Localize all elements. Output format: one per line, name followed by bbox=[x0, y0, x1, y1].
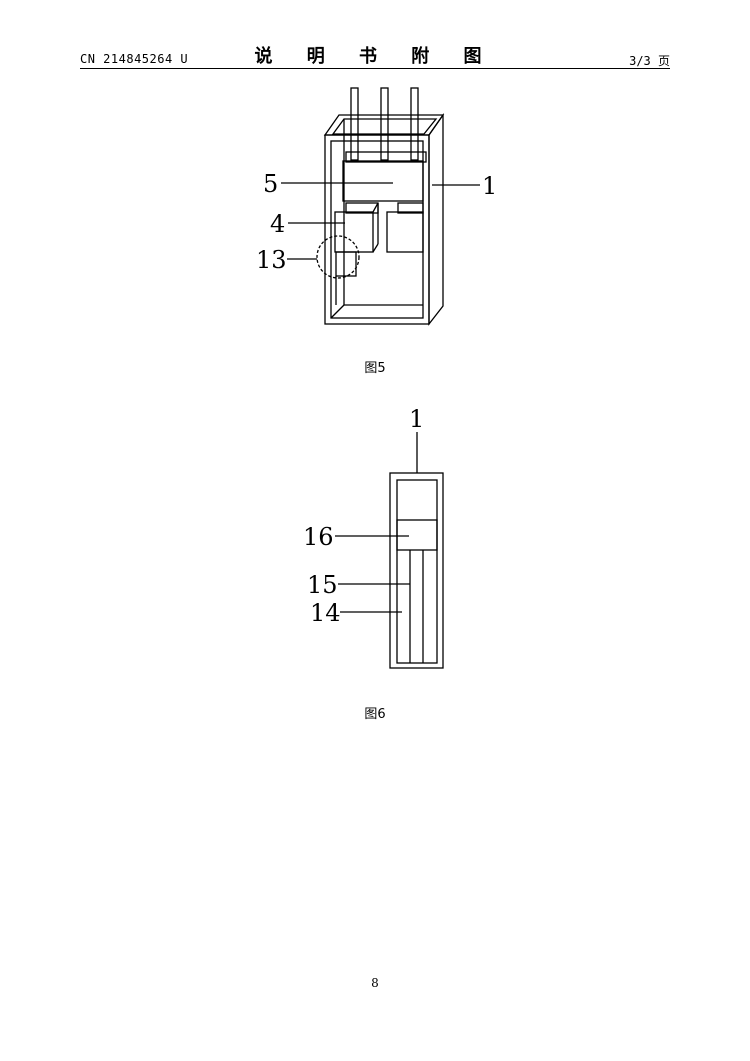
component-4 bbox=[334, 211, 374, 253]
label-4: 4 bbox=[270, 210, 285, 238]
box-side bbox=[428, 112, 444, 326]
figure-5-caption: 图5 bbox=[364, 361, 386, 376]
patent-number: CN 214845264 U bbox=[80, 52, 189, 66]
figure-6-caption: 图6 bbox=[364, 707, 386, 722]
pin-middle bbox=[380, 87, 389, 161]
page-title: 说 明 书 附 图 bbox=[254, 46, 496, 67]
label-13: 13 bbox=[256, 246, 287, 274]
header-divider bbox=[80, 68, 670, 69]
detail-circle-13 bbox=[316, 235, 360, 279]
page-number: 8 bbox=[371, 976, 379, 990]
component-5 bbox=[342, 160, 424, 202]
component-16 bbox=[396, 519, 438, 551]
label-15: 15 bbox=[307, 571, 338, 599]
pin-left bbox=[350, 87, 359, 161]
component-right-block bbox=[386, 211, 424, 253]
label-5: 5 bbox=[263, 170, 278, 198]
fig6-label-1: 1 bbox=[409, 405, 424, 433]
label-16: 16 bbox=[303, 523, 334, 551]
label-14: 14 bbox=[310, 599, 341, 627]
label-1: 1 bbox=[482, 172, 497, 200]
figure-6-outer-frame bbox=[389, 472, 444, 669]
box-front bbox=[324, 134, 430, 325]
page-count: 3/3 页 bbox=[629, 54, 670, 68]
pin-right bbox=[410, 87, 419, 161]
